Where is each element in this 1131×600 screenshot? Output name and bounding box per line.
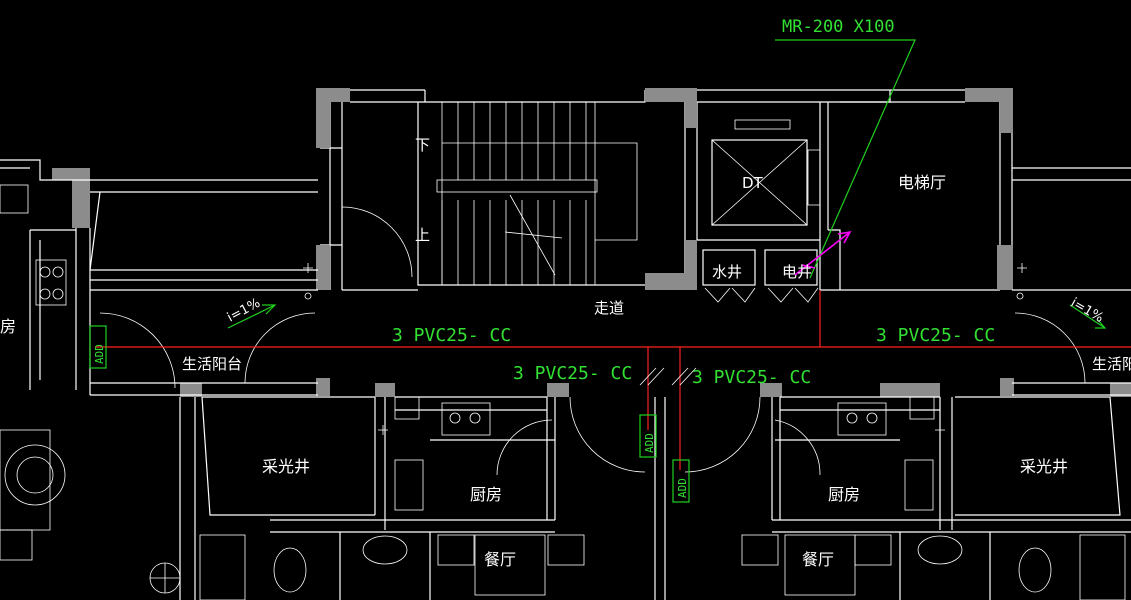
pipe-label-center-left: 3 PVC25- CC	[513, 363, 632, 384]
lightwell-right-label: 采光井	[1020, 457, 1068, 476]
corridor-label: 走道	[594, 299, 624, 317]
stair-treads	[436, 102, 638, 285]
add-device-center-2[interactable]	[672, 459, 690, 503]
kitchen-right-label: 厨房	[828, 485, 860, 504]
wiring-lines	[95, 290, 1131, 470]
core-walls	[320, 89, 1013, 303]
pipe-label-center-right: 3 PVC25- CC	[692, 367, 811, 388]
slope-arrows	[227, 304, 1107, 329]
stair-down-label: 下	[415, 136, 430, 154]
duct-callout-label: MR-200 X100	[782, 17, 895, 37]
pipe-break-marks	[639, 367, 697, 386]
elevator-hall-label: 电梯厅	[898, 173, 946, 192]
add-label-center-1: ADD	[643, 433, 656, 453]
add-device-center-1[interactable]	[639, 414, 657, 458]
bottom-units	[179, 167, 1131, 600]
water-shaft-label: 水井	[712, 263, 742, 281]
structural-columns	[52, 88, 1131, 397]
dining-left-label: 餐厅	[484, 550, 516, 569]
add-device-left[interactable]	[89, 325, 107, 369]
room-far-left-label: 房	[0, 317, 16, 336]
add-label-left: ADD	[93, 344, 106, 364]
left-unit-walls	[0, 159, 318, 594]
door-arcs	[99, 206, 1086, 476]
duct-callout-leader	[775, 39, 916, 279]
insertion-marks	[303, 263, 1027, 435]
pipe-label-left: 3 PVC25- CC	[392, 325, 511, 346]
electric-shaft-label: 电井	[782, 263, 812, 281]
balcony-right-label: 生活阳	[1092, 355, 1131, 373]
lightwell-left-label: 采光井	[262, 457, 310, 476]
pipe-label-right: 3 PVC25- CC	[876, 325, 995, 346]
slope-label-left: i=1%	[225, 296, 263, 326]
stair-up-label: 上	[415, 226, 430, 244]
kitchen-left-label: 厨房	[470, 485, 502, 504]
dining-right-label: 餐厅	[802, 550, 834, 569]
slope-label-right: i=1%	[1068, 295, 1106, 326]
add-label-center-2: ADD	[676, 478, 689, 498]
elevator-label: DT	[742, 174, 764, 192]
balcony-left-label: 生活阳台	[182, 355, 242, 373]
magenta-marker	[794, 230, 852, 276]
